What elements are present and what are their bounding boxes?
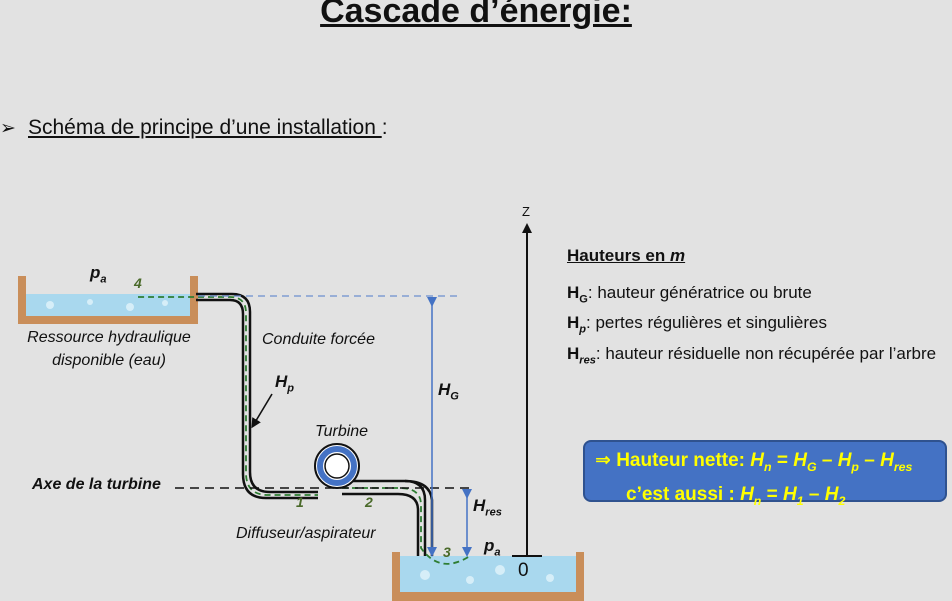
point-2-label: 2	[365, 494, 373, 510]
implies-arrow-icon: ⇒	[595, 450, 611, 471]
reservoir-label-line2: disponible (eau)	[52, 352, 166, 369]
diffuseur-label: Diffuseur/aspirateur	[236, 525, 376, 542]
hg-definition: HG: hauteur génératrice ou brute	[567, 282, 812, 305]
lower-reservoir-wall-right	[576, 552, 584, 601]
flow-path	[138, 296, 471, 565]
turbine-label: Turbine	[315, 423, 369, 440]
penstock-pipe	[196, 292, 434, 556]
pa-top-label: pa	[90, 263, 107, 286]
pa-bottom-label: pa	[484, 536, 501, 559]
z-axis-label: Z	[522, 204, 530, 219]
hres-label: Hres	[473, 496, 502, 519]
net-head-line2: c’est aussi : Hn = H1 – H2	[626, 483, 846, 508]
subtitle-colon: :	[381, 116, 388, 139]
net-head-box: ⇒ Hauteur nette: Hn = HG – Hp – Hres c’e…	[583, 440, 947, 508]
heights-header: Hauteurs en m	[567, 246, 686, 265]
page-title: Cascade d’énergie:	[320, 0, 632, 30]
upper-reservoir-wall-right	[190, 276, 198, 324]
conduite-label: Conduite forcée	[262, 331, 375, 348]
upper-reservoir-wall-left	[18, 276, 26, 324]
hp-pointer-arrow	[251, 393, 273, 429]
upper-reservoir	[18, 276, 198, 324]
upper-reservoir-water	[26, 294, 190, 316]
lower-reservoir	[392, 552, 584, 601]
point-1-label: 1	[296, 494, 304, 510]
upper-reservoir-floor	[18, 316, 198, 324]
net-head-line1: ⇒ Hauteur nette: Hn = HG – Hp – Hres	[595, 450, 913, 474]
hg-label: HG	[438, 380, 459, 403]
hres-definition: Hres: hauteur résiduelle non récupérée p…	[567, 344, 937, 367]
turbine	[314, 443, 360, 489]
lower-reservoir-wall-left	[392, 552, 400, 601]
subtitle: Schéma de principe d’une installation	[28, 116, 382, 139]
point-4-label: 4	[134, 275, 142, 291]
subtitle-row: ➢ Schéma de principe d’une installation :	[0, 116, 388, 140]
bullet-arrow-icon: ➢	[0, 118, 16, 139]
turbine-axis-label: Axe de la turbine	[32, 476, 161, 493]
lower-reservoir-floor	[392, 592, 584, 601]
reservoir-label-line1: Ressource hydraulique	[27, 329, 191, 346]
zero-label: 0	[518, 560, 529, 581]
hp-label: Hp	[275, 372, 295, 395]
hp-definition: Hp: pertes régulières et singulières	[567, 313, 827, 336]
point-3-label: 3	[443, 544, 451, 560]
heights-legend: Hauteurs en m HG: hauteur génératrice ou…	[567, 244, 937, 373]
